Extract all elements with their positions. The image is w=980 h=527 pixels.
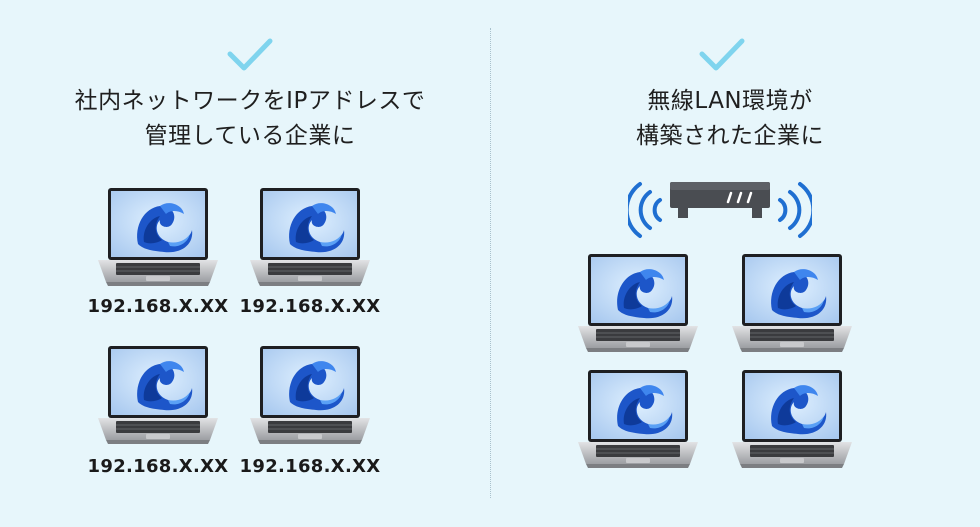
laptop-icon (732, 368, 852, 472)
ip-label: 192.168.X.XX (239, 456, 381, 477)
ip-label: 192.168.X.XX (87, 296, 229, 317)
laptop-icon (250, 344, 370, 448)
laptop-icon (578, 252, 698, 356)
left-heading-line1: 社内ネットワークをIPアドレスで (74, 88, 426, 114)
laptop-icon (578, 368, 698, 472)
right-heading-line1: 無線LAN環境が (647, 88, 813, 114)
left-heading: 社内ネットワークをIPアドレスで 管理している企業に (20, 84, 480, 154)
laptop-icon (98, 186, 218, 290)
ip-label: 192.168.X.XX (87, 456, 229, 477)
left-heading-line2: 管理している企業に (144, 123, 356, 149)
router-icon (628, 182, 812, 238)
right-heading-line2: 構築された企業に (636, 123, 824, 149)
laptop-icon (732, 252, 852, 356)
laptop-icon (98, 344, 218, 448)
panel-divider (490, 28, 491, 498)
ip-label: 192.168.X.XX (239, 296, 381, 317)
right-heading: 無線LAN環境が 構築された企業に (500, 84, 960, 154)
check-icon (699, 38, 745, 71)
wifi-signal-icon (628, 182, 662, 238)
check-icon (227, 38, 273, 71)
laptop-icon (250, 186, 370, 290)
wifi-signal-icon (778, 182, 812, 238)
